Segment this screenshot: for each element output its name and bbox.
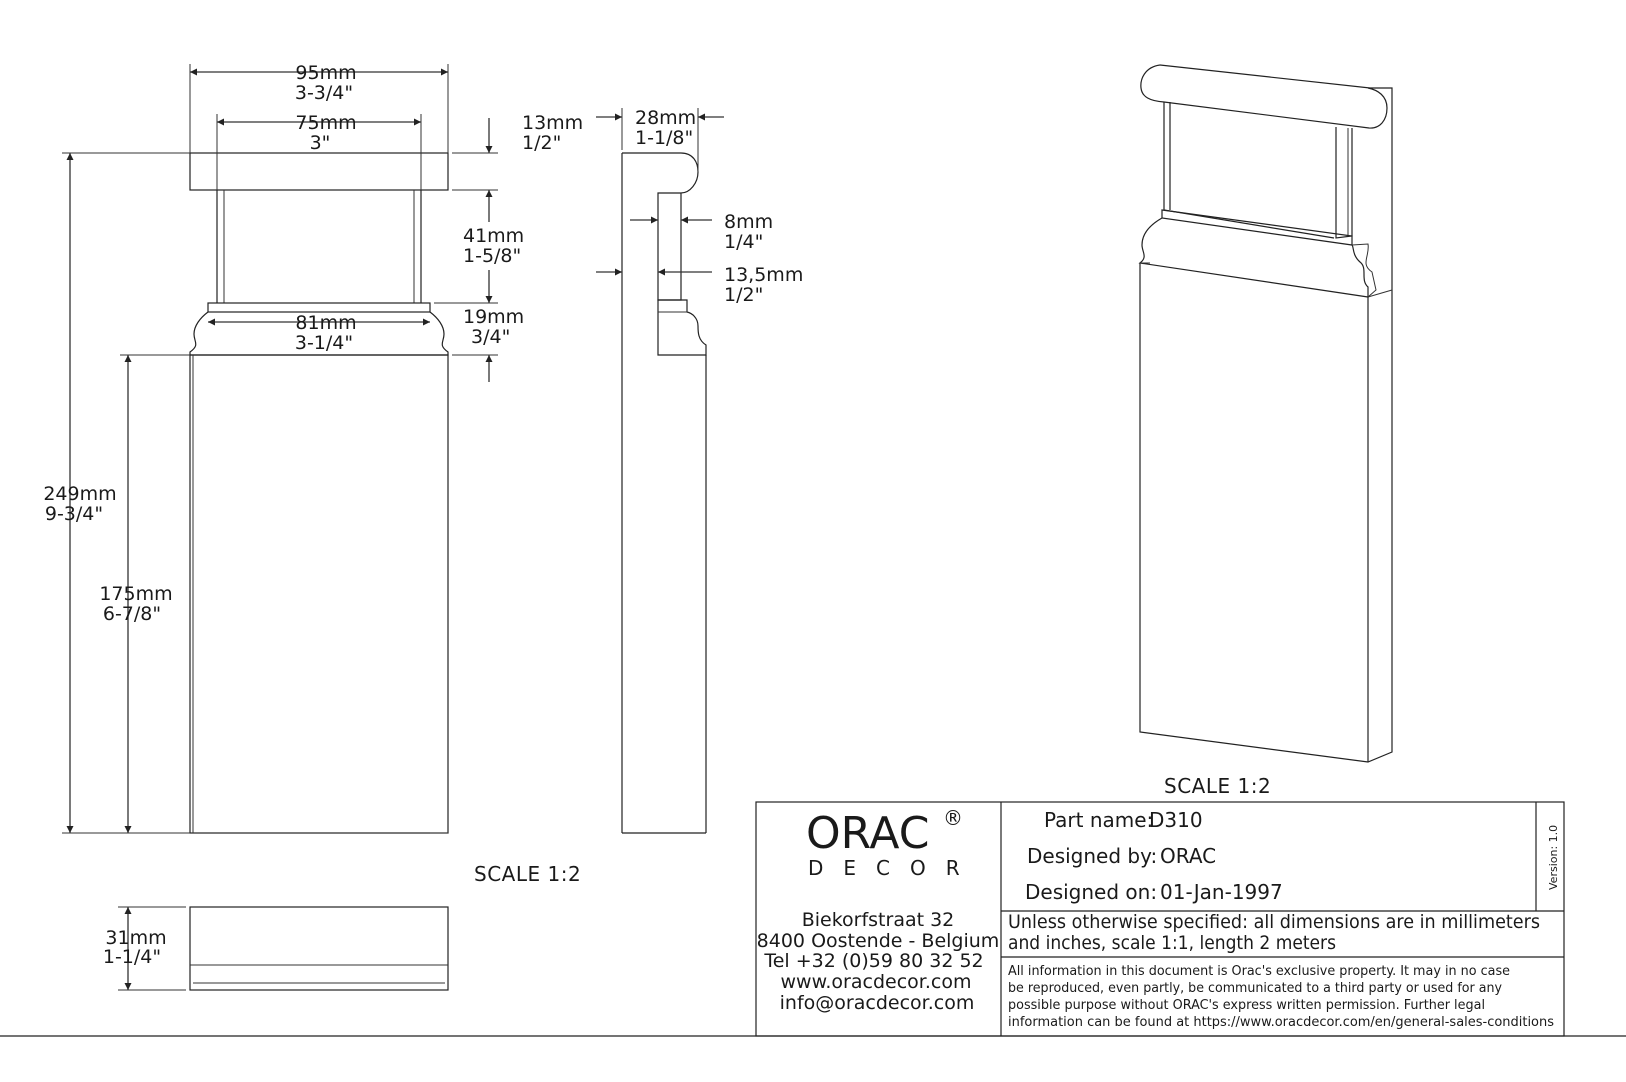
dim-8mm: 8mm	[724, 211, 773, 233]
part-name-value: D310	[1149, 808, 1203, 832]
dim-175mm-in: 6-7/8"	[103, 603, 161, 625]
spec-note-line-1: Unless otherwise specified: all dimensio…	[1008, 911, 1540, 933]
scale-label-iso: SCALE 1:2	[1164, 774, 1271, 798]
dim-81mm: 81mm	[295, 312, 356, 334]
address-website: www.oracdecor.com	[781, 971, 972, 993]
legal-note-line-4: information can be found at https://www.…	[1008, 1014, 1554, 1030]
front-view	[128, 152, 449, 834]
address-city: 8400 Oostende - Belgium	[757, 930, 1000, 952]
dim-28mm-in: 1-1/8"	[635, 127, 693, 149]
dim-75mm-in: 3"	[310, 132, 331, 154]
dim-41mm-in: 1-5/8"	[463, 245, 521, 267]
address-street: Biekorfstraat 32	[802, 909, 955, 931]
orac-logo-text: ORAC	[806, 808, 929, 859]
legal-note-line-3: possible purpose without ORAC's express …	[1008, 997, 1485, 1013]
dim-13mm-in: 1/2"	[522, 132, 561, 154]
version-label: Version: 1.0	[1547, 825, 1560, 890]
dim-13-5mm-in: 1/2"	[724, 284, 763, 306]
dim-13mm: 13mm	[522, 112, 583, 134]
scale-label-front: SCALE 1:2	[474, 862, 581, 886]
registered-mark: ®	[943, 806, 963, 830]
title-block: ORAC ® DECOR Biekorfstraat 32 8400 Ooste…	[0, 801, 1626, 1037]
dim-8mm-in: 1/4"	[724, 231, 763, 253]
designed-on-value: 01-Jan-1997	[1160, 880, 1283, 904]
dim-95mm-in: 3-3/4"	[295, 82, 353, 104]
designed-by-value: ORAC	[1160, 844, 1216, 868]
dim-249mm: 249mm	[43, 483, 116, 505]
dim-175mm: 175mm	[99, 583, 172, 605]
dim-19mm: 19mm	[463, 306, 524, 328]
address-phone: Tel +32 (0)59 80 32 52	[763, 950, 983, 972]
part-name-label: Part name:	[1044, 808, 1153, 832]
dim-31mm: 31mm	[105, 927, 166, 949]
designed-by-label: Designed by:	[1027, 844, 1157, 868]
legal-note-line-2: be reproduced, even partly, be communica…	[1008, 980, 1502, 996]
dim-19mm-in: 3/4"	[471, 326, 510, 348]
dim-13-5mm: 13,5mm	[724, 264, 803, 286]
dim-95mm: 95mm	[295, 62, 356, 84]
dim-81mm-in: 3-1/4"	[295, 332, 353, 354]
address-email: info@oracdecor.com	[780, 992, 975, 1014]
dim-31mm-in: 1-1/4"	[103, 946, 161, 968]
side-profile: 28mm 1-1/8" 8mm 1/4" 13,5mm 1/2"	[596, 107, 803, 834]
bottom-view: 31mm 1-1/4"	[103, 906, 449, 991]
legal-note-line-1: All information in this document is Orac…	[1008, 963, 1510, 979]
decor-logo-text: DECOR	[808, 856, 980, 880]
dim-41mm: 41mm	[463, 225, 524, 247]
designed-on-label: Designed on:	[1025, 880, 1157, 904]
isometric-view: SCALE 1:2	[1138, 64, 1393, 798]
dim-28mm: 28mm	[635, 107, 696, 129]
spec-note-line-2: and inches, scale 1:1, length 2 meters	[1008, 932, 1336, 954]
dim-249mm-in: 9-3/4"	[45, 503, 103, 525]
dim-75mm: 75mm	[295, 112, 356, 134]
front-dimensions: 95mm 3-3/4" 75mm 3" 81mm 3-1/4" 249mm 9-…	[43, 62, 583, 886]
